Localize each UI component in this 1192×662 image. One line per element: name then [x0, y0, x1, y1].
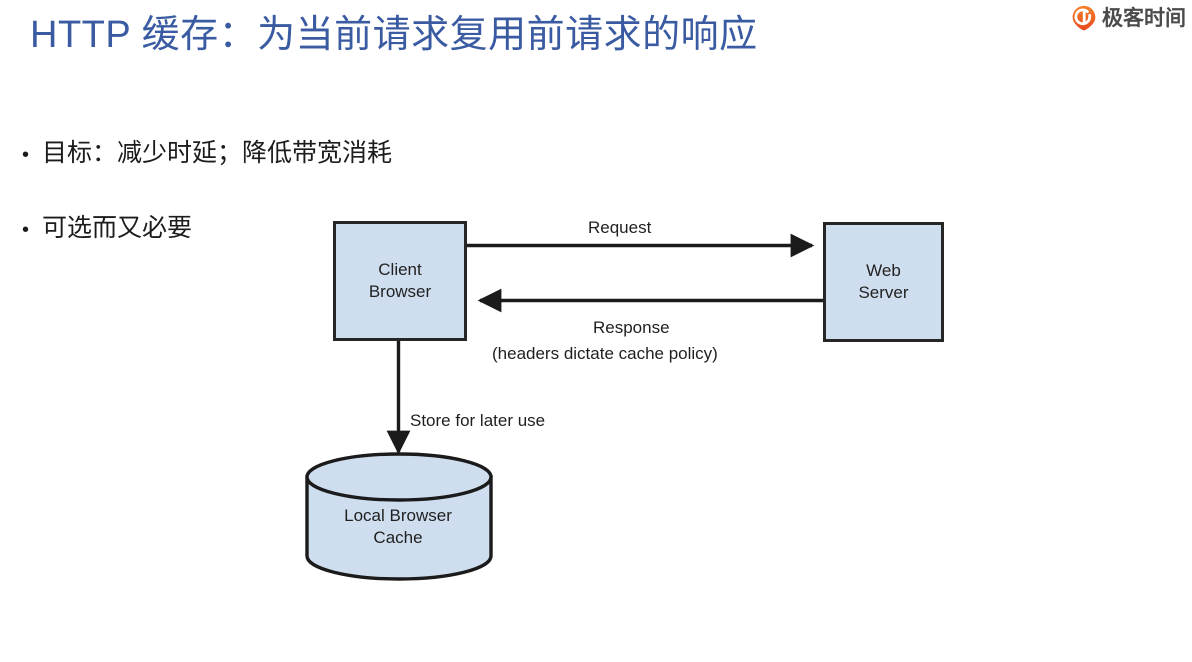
bullet-text-goal: 目标：减少时延；降低带宽消耗	[42, 139, 393, 167]
node-local-browser-cache-line1: Local Browser	[344, 506, 452, 525]
edge-sublabel-cache-policy: (headers dictate cache policy)	[492, 344, 718, 363]
node-web-server-line2: Server	[858, 283, 909, 302]
node-client-browser: Client Browser	[333, 221, 467, 341]
geektime-pin-icon	[1072, 5, 1096, 31]
node-client-browser-line2: Browser	[368, 282, 432, 301]
bullet-list: • 目标：减少时延；降低带宽消耗 • 可选而又必要	[22, 138, 392, 289]
page-title: HTTP 缓存：为当前请求复用前请求的响应	[30, 14, 758, 56]
bullet-item-optional: • 可选而又必要	[22, 213, 392, 244]
edge-label-response: Response	[593, 318, 670, 337]
brand-logo: 极客时间	[1071, 5, 1186, 31]
node-local-browser-cache-label: Local Browser Cache	[307, 505, 489, 549]
bullet-marker-icon: •	[22, 144, 30, 166]
node-web-server-line1: Web	[866, 261, 901, 281]
bullet-marker-icon: •	[22, 219, 30, 242]
brand-name: 极客时间	[1102, 6, 1186, 30]
bullet-text-optional: 可选而又必要	[42, 214, 193, 243]
edge-label-request: Request	[588, 218, 652, 237]
node-client-browser-line1: Client	[378, 260, 422, 280]
edge-label-store: Store for later use	[410, 411, 546, 430]
node-local-browser-cache-line2: Cache	[373, 528, 423, 548]
node-web-server: Web Server	[823, 222, 944, 342]
bullet-item-goal: • 目标：减少时延；降低带宽消耗	[22, 138, 392, 169]
